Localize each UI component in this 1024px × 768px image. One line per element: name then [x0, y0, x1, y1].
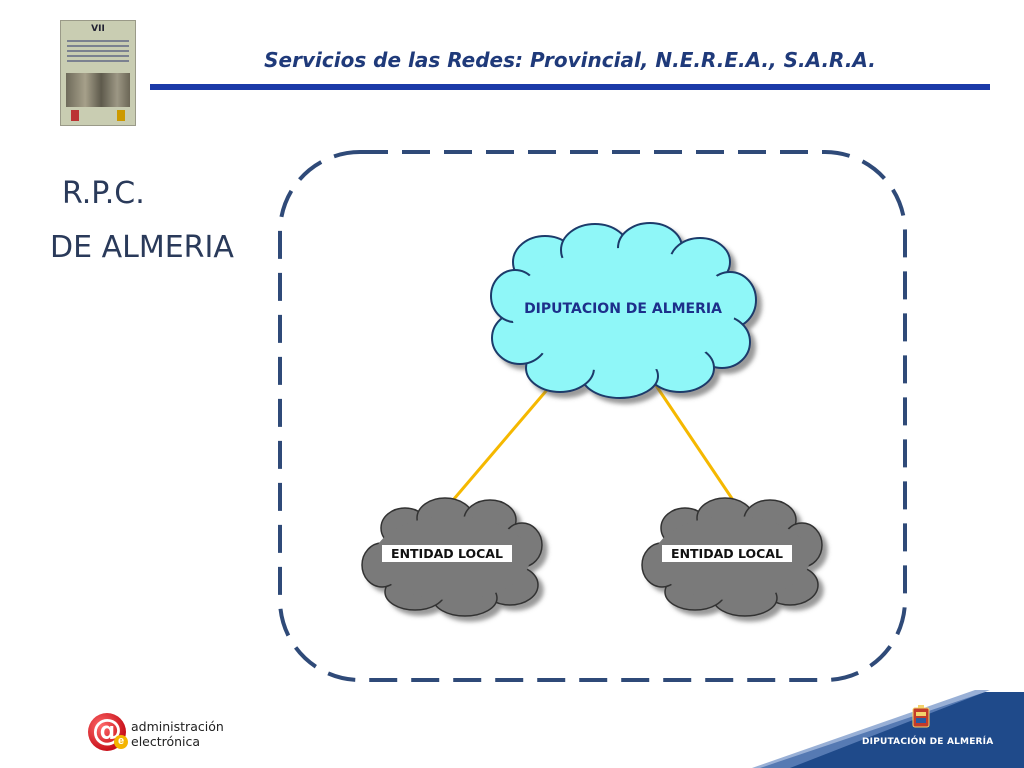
left-node-label-bg — [382, 545, 512, 562]
e-badge-icon: e — [114, 735, 128, 749]
cover-logo-left — [71, 110, 79, 121]
left-node-label: ENTIDAD LOCAL — [391, 546, 503, 561]
cover-number: VII — [91, 24, 105, 34]
right-node-label: ENTIDAD LOCAL — [671, 546, 783, 561]
link-hub-to-left-node — [446, 383, 554, 507]
cover-logo-right — [117, 110, 125, 121]
hub-cloud — [490, 222, 757, 399]
network-label-rpc: R.P.C. — [62, 176, 145, 211]
administracion-electronica-logo: @ e administración electrónica — [88, 713, 224, 755]
cover-text-lines — [67, 37, 129, 65]
slide-title: Servicios de las Redes: Provincial, N.E.… — [264, 48, 876, 72]
title-rule — [150, 84, 990, 90]
link-hub-to-right-node — [653, 383, 739, 507]
cover-photo — [66, 73, 130, 107]
network-label-almeria: DE ALMERIA — [50, 230, 234, 265]
right-node-label-bg — [662, 545, 792, 562]
footer-org-name: DIPUTACIÓN DE ALMERÍA — [862, 737, 994, 747]
cover-thumbnail: VII — [60, 20, 136, 126]
logo-text-line2: electrónica — [131, 734, 201, 749]
network-boundary-frame — [278, 150, 907, 682]
logo-text-line1: administración — [131, 719, 224, 734]
crest-icon — [912, 705, 930, 728]
footer-band-highlight — [752, 690, 990, 768]
hub-label: DIPUTACION DE ALMERIA — [524, 301, 722, 317]
